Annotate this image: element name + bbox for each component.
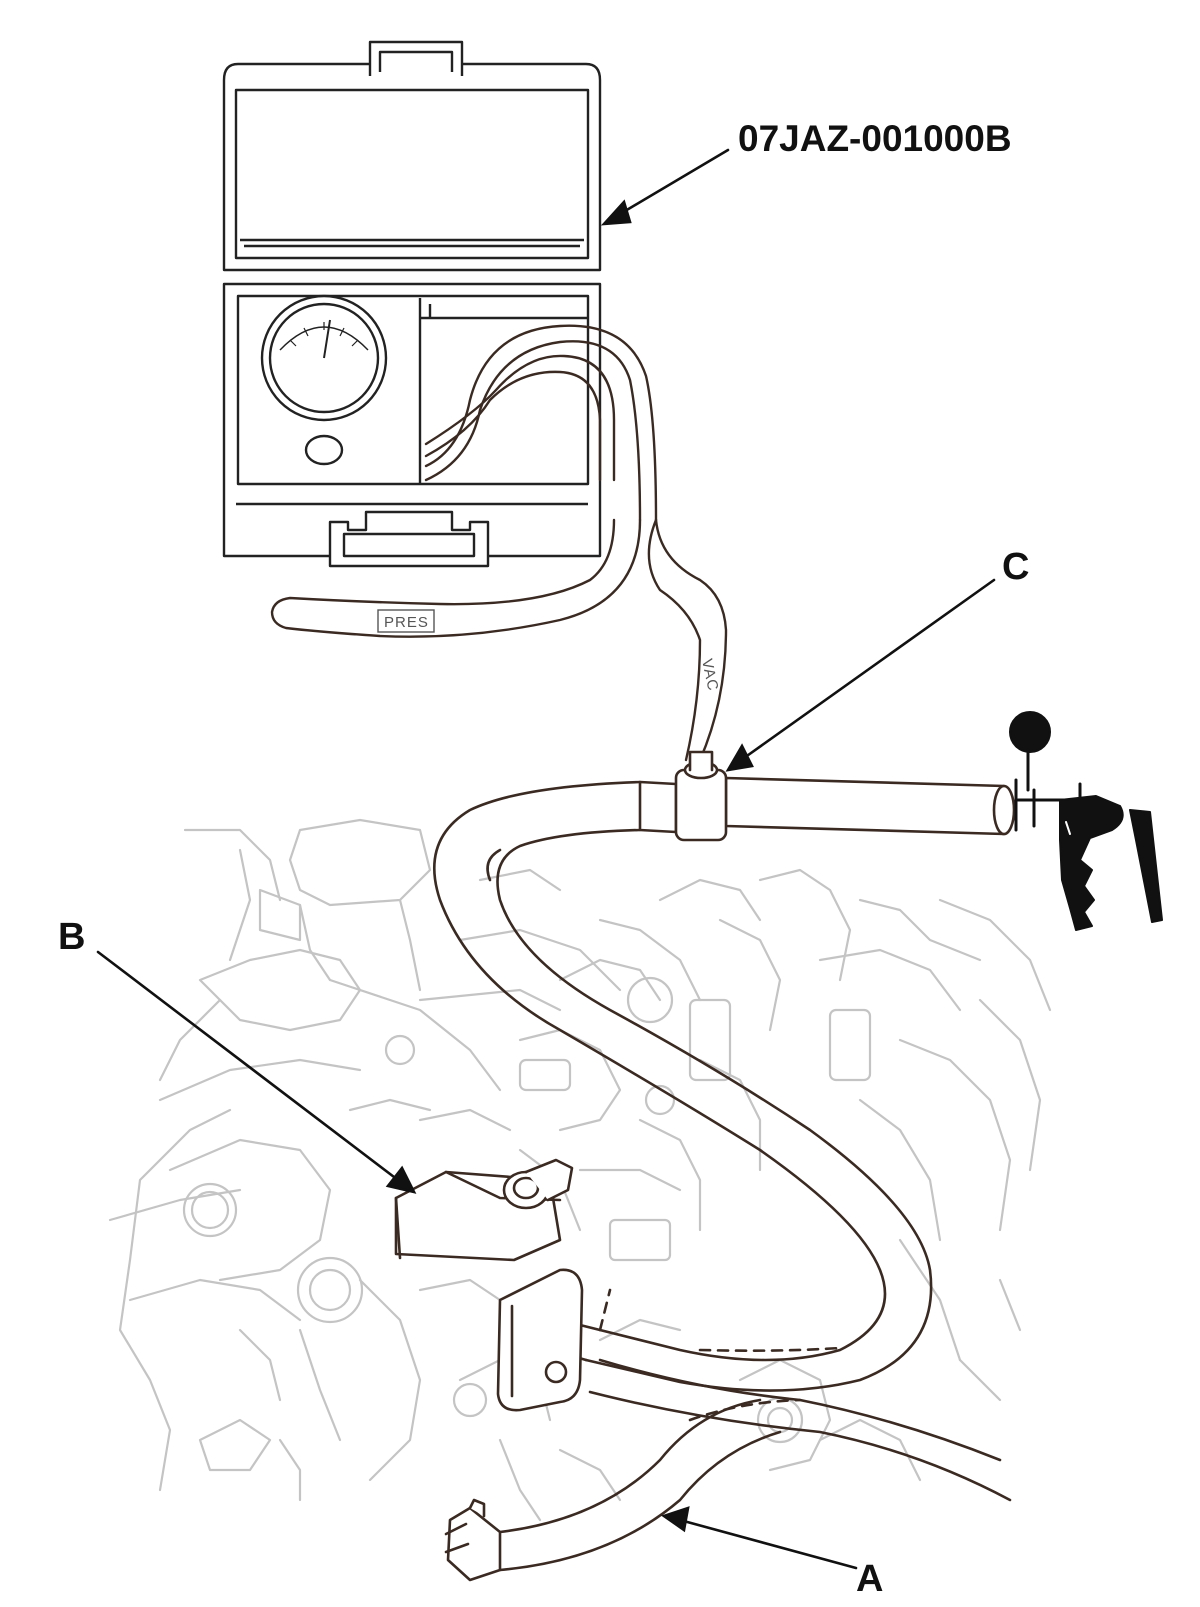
hose-a: [444, 1358, 1012, 1582]
vac-tag-text: VAC: [698, 657, 721, 693]
canister-vent-valve-b: [394, 1158, 584, 1412]
callout-b-label: B: [58, 916, 86, 958]
tool-part-number-label: 07JAZ-001000B: [738, 118, 1012, 159]
case-latch: [328, 510, 490, 568]
callout-c-label: C: [1002, 546, 1030, 588]
pressure-tester-case: [222, 40, 602, 568]
tee-fitting-assembly: [638, 750, 1016, 842]
release-valve-icon: [304, 434, 344, 466]
hand-vacuum-pump-icon: [1009, 711, 1163, 931]
leader-lines: [96, 148, 996, 1570]
tee-fitting: [674, 768, 728, 842]
pres-tag-text: PRES: [384, 614, 429, 631]
tester-hoses: [270, 324, 728, 762]
engine-bay-background: [108, 818, 1052, 1522]
pres-tag: [377, 609, 435, 633]
callout-a-label: A: [856, 1558, 884, 1600]
